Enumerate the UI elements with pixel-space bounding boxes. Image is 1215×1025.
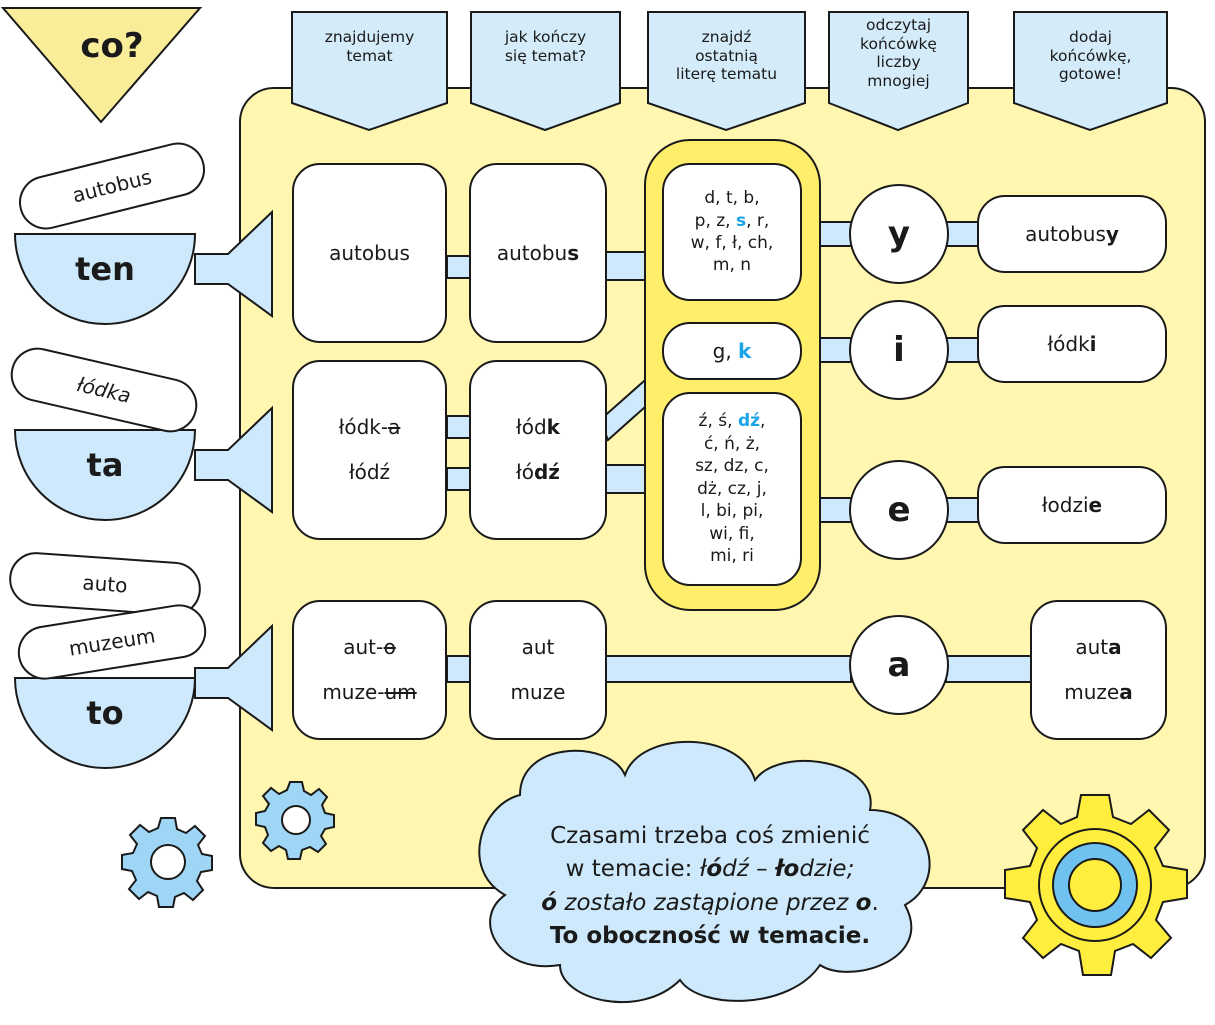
suffix-circle-a: a xyxy=(849,615,949,715)
header-arrow-1 xyxy=(291,11,448,132)
pronoun-ta: ta xyxy=(86,446,124,484)
stem-box-autobus: autobus xyxy=(292,163,447,343)
pill-autobus xyxy=(19,142,205,230)
result-text: łodzie xyxy=(1041,492,1103,517)
stem-text: muze-um xyxy=(322,680,417,704)
cloud-note: Czasami trzeba coś zmienić w temacie: łó… xyxy=(500,820,920,953)
pill-muzeum xyxy=(17,604,207,680)
header-arrow-2 xyxy=(470,11,621,132)
result-text: autobusy xyxy=(1025,221,1119,246)
letters-line: ź, ś, dź, xyxy=(698,411,766,432)
header-arrow-5 xyxy=(1013,11,1168,132)
ending-text: aut xyxy=(521,635,555,659)
result-box-lodki: łódki xyxy=(977,305,1167,383)
connector-r1-d xyxy=(945,221,981,247)
letters-box-soft: ź, ś, dź, ć, ń, ż, sz, dz, c, dż, cz, j,… xyxy=(662,392,802,586)
bowl-shape-ten xyxy=(13,233,197,325)
funnel-ten xyxy=(194,209,273,318)
suffix-circle-e: e xyxy=(849,460,949,560)
cloud-line: Czasami trzeba coś zmienić xyxy=(550,823,870,849)
stem-box-auto-muzeum: aut-o muze-um xyxy=(292,600,447,740)
stem-text: łódź xyxy=(348,460,391,484)
ending-text: autobus xyxy=(496,240,580,265)
pill-auto xyxy=(9,552,201,616)
ending-text: łódź xyxy=(516,460,560,484)
letters-line: p, z, s, r, xyxy=(694,210,770,231)
bowl-shape-to xyxy=(13,677,197,769)
letters-box-hard: d, t, b, p, z, s, r, w, f, ł, ch, m, n xyxy=(662,163,802,301)
letters-line: wi, fi, xyxy=(709,523,755,544)
connector-r4-c xyxy=(945,655,1033,683)
connector-r3-d xyxy=(945,497,981,523)
letters-line: mi, ri xyxy=(710,546,754,567)
ending-text: muze xyxy=(510,680,566,704)
connector-r1-a xyxy=(446,255,472,279)
result-text: auta xyxy=(1075,635,1122,659)
stem-box-lodka: łódk-a łódź xyxy=(292,360,447,540)
result-text: łódki xyxy=(1047,331,1097,356)
letters-line: l, bi, pi, xyxy=(700,501,764,522)
question-triangle xyxy=(0,7,203,124)
letters-line: sz, dz, c, xyxy=(695,456,769,477)
letters-line: d, t, b, xyxy=(704,188,760,209)
letters-line: w, f, ł, ch, xyxy=(690,233,774,253)
suffix-circle-i: i xyxy=(849,300,949,400)
stem-text: autobus xyxy=(329,240,410,265)
bowl-ta xyxy=(13,405,273,521)
connector-r4-b xyxy=(604,655,852,683)
question-label: co? xyxy=(80,26,144,66)
stem-text: łódk-a xyxy=(338,415,401,439)
connector-r3-a1 xyxy=(446,415,472,439)
pill-lodka xyxy=(10,347,198,433)
connector-r4-a xyxy=(446,655,472,683)
ending-box-lodka: łódk łódź xyxy=(469,360,607,540)
header-arrows xyxy=(291,11,1168,132)
word-card-pills xyxy=(9,142,207,680)
letters-line: m, n xyxy=(712,255,752,276)
bowl-to xyxy=(13,623,273,769)
ending-text: łódk xyxy=(516,415,560,439)
cloud-line-bold: To oboczność w temacie. xyxy=(549,923,871,950)
cloud-line: ó zostało zastąpione przez o. xyxy=(541,889,879,916)
header-arrow-3 xyxy=(647,11,806,132)
connector-r3-a2 xyxy=(446,467,472,491)
ending-box-autobus: autobus xyxy=(469,163,607,343)
gear-blue-large-icon xyxy=(121,817,213,908)
pronoun-ten: ten xyxy=(75,250,135,288)
funnel-ta xyxy=(194,405,273,514)
ending-box-auto-muzeum: aut muze xyxy=(469,600,607,740)
letters-box-gk: g, k xyxy=(662,322,802,380)
header-arrow-4 xyxy=(828,11,969,132)
bowl-shape-ta xyxy=(13,429,197,521)
pronoun-to: to xyxy=(86,694,124,732)
connector-r2-d xyxy=(945,337,981,363)
letters-line: ć, ń, ż, xyxy=(703,433,761,454)
result-box-autobusy: autobusy xyxy=(977,195,1167,273)
suffix-circle-y: y xyxy=(849,184,949,284)
result-text: muzea xyxy=(1064,680,1133,704)
letters-line: dż, cz, j, xyxy=(697,478,767,499)
letters-line: g, k xyxy=(712,338,752,363)
result-box-lodzie: łodzie xyxy=(977,466,1167,544)
funnel-to xyxy=(194,623,273,732)
cloud-shape xyxy=(478,740,931,1003)
gear-yellow-icon xyxy=(1004,794,1188,976)
result-box-auta-muzea: auta muzea xyxy=(1030,600,1167,740)
gear-blue-small-icon xyxy=(255,781,335,860)
stem-text: aut-o xyxy=(343,635,396,659)
cloud-line: w temacie: łódź – łodzie; xyxy=(565,856,855,883)
bowl-ten xyxy=(13,209,273,325)
